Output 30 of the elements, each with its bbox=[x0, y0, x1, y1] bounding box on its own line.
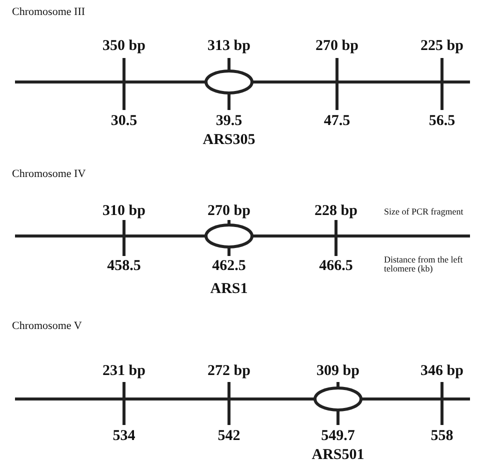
fragment-size-label: 272 bp bbox=[208, 364, 250, 380]
fragment-size-label: 231 bp bbox=[102, 364, 146, 380]
position-label: 462.5 bbox=[212, 259, 246, 275]
fragment-size-label: 228 bp bbox=[314, 204, 358, 220]
origin-label: ARS501 bbox=[312, 448, 364, 464]
position-label: 558 bbox=[430, 429, 454, 445]
fragment-size-label: 350 bp bbox=[102, 39, 146, 55]
position-label: 47.5 bbox=[324, 114, 350, 130]
fragment-size-label: 310 bp bbox=[102, 204, 146, 220]
position-label: 542 bbox=[218, 429, 240, 445]
fragment-size-label: 309 bp bbox=[316, 364, 360, 380]
fragment-size-label: 346 bp bbox=[420, 364, 464, 380]
legend-note: Distance from the left telomere (kb) bbox=[384, 256, 464, 274]
position-label: 30.5 bbox=[110, 114, 138, 130]
chromosome-title: Chromosome III bbox=[12, 7, 86, 19]
position-label: 39.5 bbox=[216, 114, 242, 130]
position-label: 466.5 bbox=[319, 259, 353, 275]
origin-label: ARS1 bbox=[210, 282, 248, 298]
fragment-size-label: 225 bp bbox=[420, 39, 464, 55]
chromosome-title: Chromosome V bbox=[12, 321, 82, 333]
legend-note: Size of PCR fragment bbox=[384, 207, 464, 217]
fragment-size-label: 270 bp bbox=[316, 39, 358, 55]
chromosome-title: Chromosome IV bbox=[12, 169, 86, 181]
position-label: 458.5 bbox=[107, 259, 141, 275]
fragment-size-label: 270 bp bbox=[208, 204, 250, 220]
origin-label: ARS305 bbox=[202, 133, 256, 149]
position-label: 549.7 bbox=[321, 429, 355, 445]
fragment-size-label: 313 bp bbox=[208, 39, 250, 55]
position-label: 56.5 bbox=[428, 114, 456, 130]
position-label: 534 bbox=[112, 429, 136, 445]
